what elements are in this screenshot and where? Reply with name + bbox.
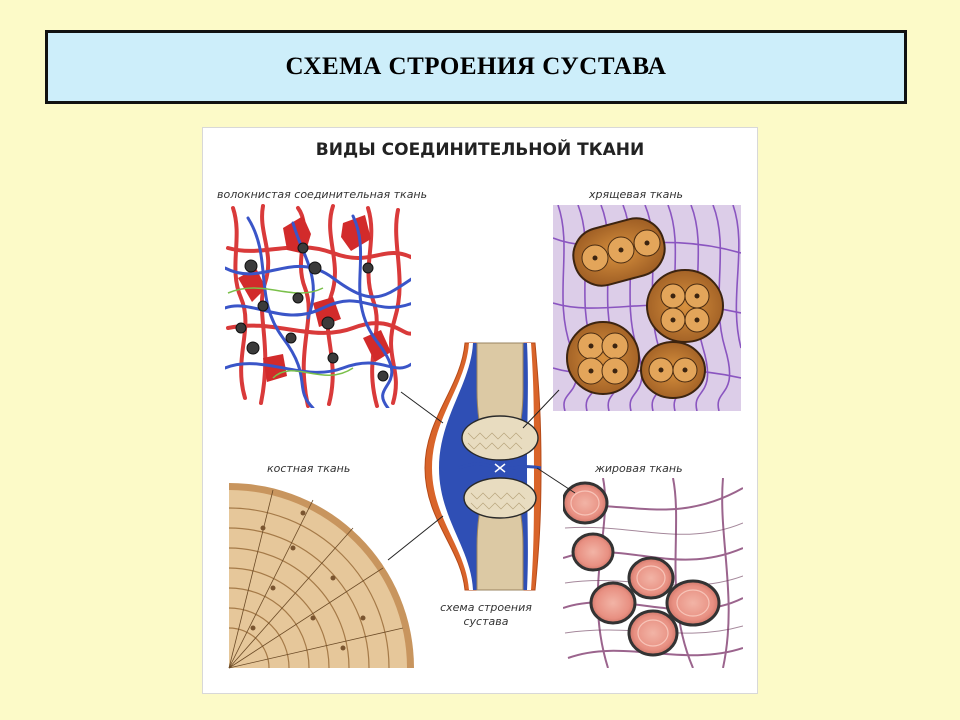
joint-caption: схема строения сустава (411, 601, 561, 629)
connective-tissue-figure: ВИДЫ СОЕДИНИТЕЛЬНОЙ ТКАНИ (202, 127, 758, 694)
joint-caption-line2: сустава (411, 615, 561, 629)
joint-caption-line1: схема строения (411, 601, 561, 615)
joint-schematic (425, 343, 541, 590)
label-fibrous-tissue: волокнистая соединительная ткань (217, 188, 427, 201)
fibrous-tissue-panel (225, 203, 413, 408)
label-cartilage-tissue: хрящевая ткань (589, 188, 683, 201)
slide-title: СХЕМА СТРОЕНИЯ СУСТАВА (286, 53, 667, 81)
label-fat-tissue: жировая ткань (595, 462, 683, 475)
bone-tissue-panel (229, 483, 414, 668)
slide-title-box: СХЕМА СТРОЕНИЯ СУСТАВА (45, 30, 907, 104)
cartilage-tissue-panel (553, 205, 741, 411)
label-bone-tissue: костная ткань (267, 462, 350, 475)
fat-tissue-panel (563, 478, 743, 668)
